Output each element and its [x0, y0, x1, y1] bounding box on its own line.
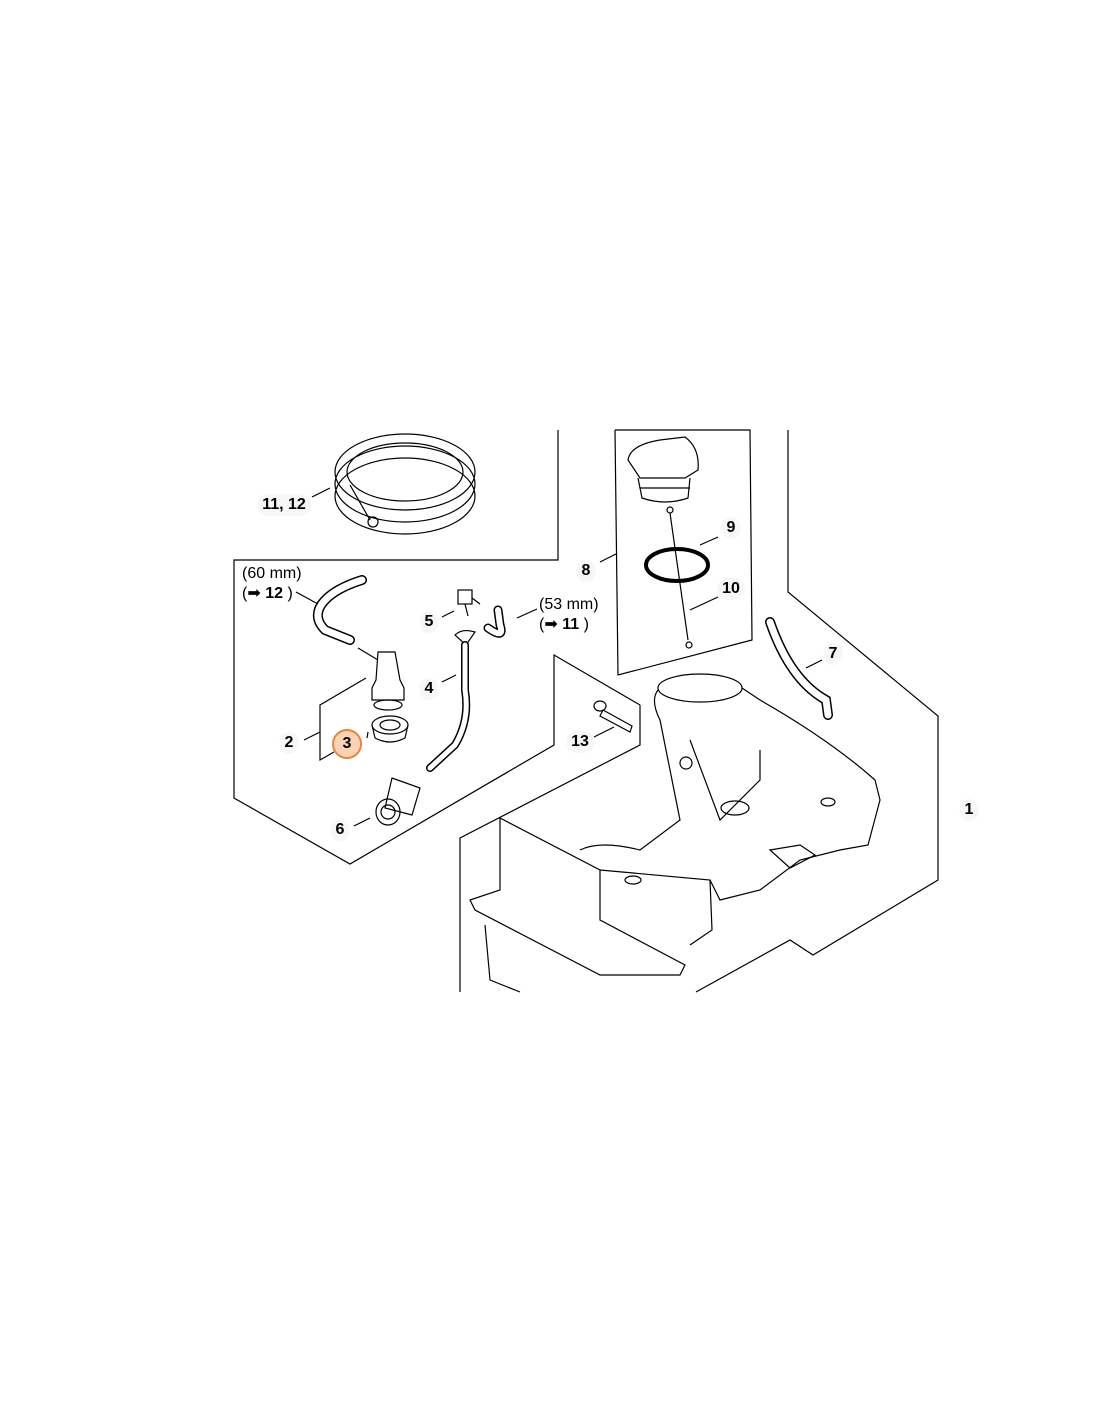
fuel-tank-part-1	[469, 673, 881, 993]
paren-close: )	[583, 616, 589, 633]
paren-close: )	[287, 585, 293, 602]
hose-53mm-length: (53 mm)	[539, 596, 599, 613]
callout-6[interactable]: 6	[330, 819, 350, 841]
o-ring-part-9	[644, 547, 710, 583]
callout-5[interactable]: 5	[419, 611, 439, 633]
callout-11-12[interactable]: 11, 12	[257, 494, 311, 516]
connector-part-5	[457, 589, 481, 617]
fuel-line-part-4	[426, 629, 476, 772]
frame-cap	[614, 429, 753, 676]
paren-open: (	[539, 616, 545, 633]
arrow-right-icon: ➡	[544, 616, 558, 633]
hose-60mm-ref[interactable]: 12	[265, 585, 283, 602]
arrow-right-icon: ➡	[247, 585, 261, 602]
frame-hose-coil	[233, 430, 641, 865]
frame-screw	[459, 705, 641, 992]
callout-10[interactable]: 10	[717, 578, 745, 600]
callout-8[interactable]: 8	[576, 560, 596, 582]
hose-60mm-note: (60 mm) (➡ 12 )	[242, 564, 302, 604]
seal-part-3	[371, 715, 409, 743]
callout-4[interactable]: 4	[419, 678, 439, 700]
callout-9[interactable]: 9	[721, 517, 741, 539]
hose-coil-part	[334, 433, 476, 535]
callout-1[interactable]: 1	[959, 799, 979, 821]
callout-3-highlighted[interactable]: 3	[332, 729, 362, 759]
hose-53mm-note: (53 mm) (➡ 11 )	[539, 595, 599, 635]
frame-tank	[695, 430, 939, 993]
callout-7[interactable]: 7	[823, 643, 843, 665]
callout-13[interactable]: 13	[566, 731, 594, 753]
fitting-part-2	[357, 647, 405, 711]
hose-60mm-length: (60 mm)	[242, 565, 302, 582]
screw-part-13	[593, 700, 633, 733]
strap-part-10	[666, 506, 693, 649]
paren-open: (	[242, 585, 248, 602]
callout-2[interactable]: 2	[279, 732, 299, 754]
cap-part-8	[627, 436, 699, 503]
hose-53mm-ref[interactable]: 11	[562, 616, 580, 633]
filter-part-6	[375, 777, 421, 826]
